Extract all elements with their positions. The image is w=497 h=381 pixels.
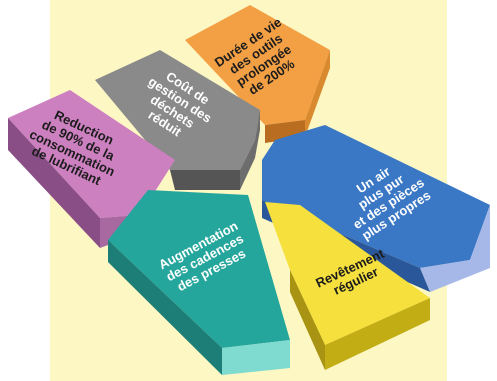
block-presses: [108, 190, 290, 375]
block-waste-side: [170, 170, 240, 190]
block-presses-top: [108, 190, 290, 348]
block-tools-top: [185, 5, 330, 125]
block-coating-top: [265, 202, 430, 345]
block-coating-side2: [290, 270, 325, 370]
block-presses-side: [222, 340, 290, 375]
block-waste-top: [95, 50, 260, 170]
block-waste-side2: [240, 110, 260, 190]
block-air-top: [262, 125, 490, 268]
block-coating: [265, 202, 430, 370]
block-tools-side2: [305, 50, 330, 137]
block-waste: [95, 50, 260, 190]
block-lubricant-side: [8, 118, 100, 248]
block-coating-side: [325, 298, 430, 370]
block-tools: [185, 5, 330, 143]
block-lubricant-top: [8, 90, 175, 218]
block-air-side: [420, 205, 490, 292]
block-presses-side2: [108, 240, 222, 375]
